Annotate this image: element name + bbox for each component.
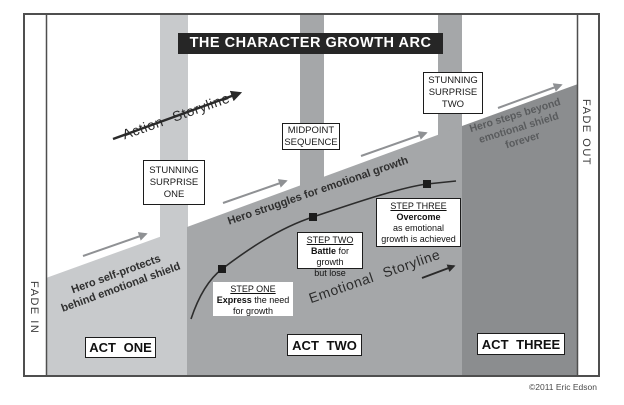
midpoint-sequence-box: MIDPOINT SEQUENCE (282, 123, 340, 150)
step-one-line2: Express the need (213, 295, 293, 306)
progress-arrow-act1-icon (82, 232, 148, 257)
step-three-keyword: Overcome (396, 212, 441, 222)
emotional-storyline-arrow-icon (421, 264, 456, 279)
step-three-heading: STEP THREE (390, 201, 447, 211)
surprise-two-line3: TWO (441, 99, 465, 110)
step-two-heading: STEP TWO (306, 235, 354, 245)
stunning-surprise-two-box: STUNNING SURPRISE TWO (423, 72, 483, 114)
midpoint-line1: MIDPOINT (287, 124, 335, 136)
stunning-surprise-one-box: STUNNING SURPRISE ONE (143, 160, 205, 205)
step-three-line4: growth is achieved (381, 234, 456, 244)
step-one-keyword: Express (216, 295, 252, 305)
surprise-two-line1: STUNNING (428, 75, 478, 86)
progress-arrow-act2a-icon (222, 179, 288, 204)
surprise-two-line2: SURPRISE (428, 87, 478, 98)
progress-arrow-act3-icon (497, 83, 563, 109)
step-two-box: STEP TWO Battle for growth but lose (297, 232, 363, 278)
act-three-region (462, 84, 578, 375)
act-one-label: ACT ONE (85, 337, 156, 358)
step-two-line2: Battle for growth (298, 246, 362, 268)
step-one-line3: for growth (232, 306, 274, 316)
fade-out-label: FADE OUT (580, 99, 592, 167)
step-three-line3: as emotional (392, 223, 445, 233)
step-two-marker-icon (309, 213, 317, 221)
act-two-label: ACT TWO (287, 334, 362, 356)
diagram-frame: THE CHARACTER GROWTH ARC Action Storylin… (23, 13, 600, 377)
act-three-label: ACT THREE (477, 333, 565, 355)
growth-curve (190, 180, 457, 320)
step-three-marker-icon (423, 180, 431, 188)
surprise-one-line3: ONE (163, 188, 185, 200)
surprise-one-line2: SURPRISE (149, 176, 199, 188)
step-one-rest: the need (251, 295, 290, 305)
step-two-rest: for growth (316, 246, 350, 267)
midpoint-line2: SEQUENCE (284, 136, 338, 148)
copyright-text: ©2011 Eric Edson (528, 382, 597, 392)
progress-arrow-act2b-icon (360, 131, 428, 157)
step-three-box: STEP THREE Overcome as emotional growth … (376, 198, 461, 247)
step-one-box: STEP ONE Express the need for growth (213, 282, 293, 316)
action-storyline-arrow-icon (112, 90, 243, 141)
diagram-title: THE CHARACTER GROWTH ARC (178, 33, 443, 54)
step-two-line3: but lose (314, 268, 346, 278)
step-two-keyword: Battle (310, 246, 336, 256)
step-one-heading: STEP ONE (230, 284, 276, 294)
fade-in-label: FADE IN (28, 280, 40, 335)
step-one-marker-icon (218, 265, 226, 273)
surprise-one-line1: STUNNING (149, 164, 199, 176)
